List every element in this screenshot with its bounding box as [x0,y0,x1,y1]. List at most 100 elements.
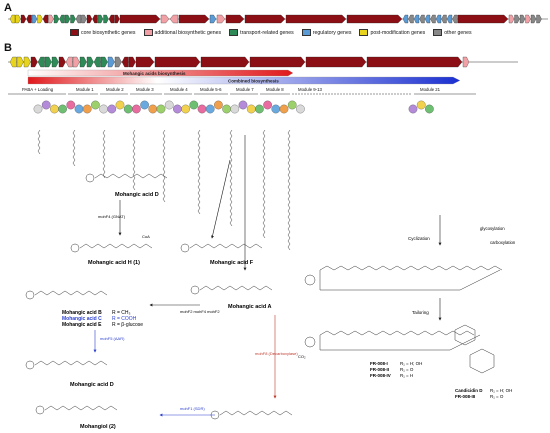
label-mohangic-h: Mohangic acid H (1) [88,260,140,266]
gene-arrow [514,14,520,24]
gene-arrow [305,56,367,68]
module-label-21: Module 21 [420,87,441,92]
gene-arrow [65,56,73,68]
label-mohangic-a: Mohangic acid A [228,304,272,310]
gene-arrow [42,14,49,24]
gene-arrow [51,56,59,68]
gene-arrow [26,14,32,24]
domain-sphere [99,104,108,114]
legend-label: transport-related genes [240,29,294,36]
gene-arrow [536,14,542,24]
domain-sphere [416,100,426,110]
legend-label: additional biosynthetic genes [154,29,222,36]
gene-arrow [108,14,115,24]
combined-bar-label: Combined biosynthesis [228,79,279,84]
enzyme-decarb: mohF8 (Decarboxylase) [255,351,298,356]
gene-arrow [119,14,161,24]
legend-additional: additional biosynthetic genes [143,29,222,36]
domain-sphere [214,100,223,110]
domain-sphere [173,104,182,114]
legend-swatch [143,29,153,36]
domain-sphere [33,104,43,114]
structure-mohangic-d-top [85,173,168,183]
label-fr-iii: FR-008-III [455,394,475,399]
structure-decarb-product [210,410,293,420]
chain-intermediate [102,130,106,179]
domain-sphere [271,104,281,114]
gene-arrow [519,14,526,24]
chain-intermediate [37,130,41,155]
legend-core: core biosynthetic genes [70,29,136,36]
module-label-8: Module 8 [266,87,284,92]
gene-arrow [64,14,71,24]
legend-label: core biosynthetic genes [81,29,136,36]
gene-arrow [15,14,21,24]
gene-arrow [59,14,65,24]
gene-arrow [430,14,436,24]
domain-sphere [41,100,51,110]
module-label-loading: PABA + Loading [22,87,54,92]
gene-arrow [93,56,101,68]
step-glycosylation: glycosylation [480,226,505,231]
gene-cluster-a [8,14,548,24]
gene-arrow [86,14,93,24]
gene-arrow [92,14,98,24]
gene-arrow [75,14,82,24]
module-label-5-6: Module 5-6 [200,87,222,92]
mohangic-bar-label: Mohangic acids biosynthesis [123,71,186,76]
label-mohangic-d-top: Mohangic acid D [115,192,159,198]
module-label-4: Module 4 [170,87,188,92]
gene-arrow [23,56,31,68]
gene-arrow [178,14,210,24]
domain-sphere [279,104,289,114]
gene-arrow [114,14,120,24]
domain-sphere [58,104,67,114]
domain-sphere [238,100,248,110]
gene-arrow [209,14,217,24]
label-fr-iv: FR-008-IV [370,373,391,378]
chain-intermediate [287,130,291,251]
domain-sphere [197,104,207,114]
legend-swatch [70,29,79,36]
gene-arrow [285,14,347,24]
gene-arrow [244,14,286,24]
legend-label: regulatory genes [312,29,352,36]
label-mohangic-d-bottom: Mohangic acid D [70,382,114,388]
module-label-3: Module 3 [136,87,154,92]
gene-arrow [107,56,115,68]
gene-arrow [154,56,201,68]
pks-domains [33,100,434,114]
legend-swatch [229,29,239,36]
domain-sphere [107,104,117,114]
r-fr-iii: R₁ = O [490,394,504,399]
gene-arrow [525,14,531,24]
gene-arrow [81,14,87,24]
step-carboxylation: carboxylation [490,240,516,245]
structure-mohangiol [35,405,118,415]
module-label-9-13: Module 9-13 [298,87,322,92]
gene-arrow [72,56,80,68]
gene-arrow [216,14,226,24]
domain-sphere [296,104,305,114]
chain-intermediate [262,130,266,239]
gene-arrow [200,56,250,68]
legend-swatch [433,29,443,36]
structure-mohangic-a [190,285,273,295]
panel-a-label: A [4,2,12,14]
r-e: R = β-glucose [112,322,143,328]
gene-arrow [446,14,453,24]
domain-sphere [287,100,297,110]
step-tailoring: Tailoring [412,310,429,315]
domain-sphere [189,100,199,110]
domain-sphere [255,104,264,114]
domain-sphere [156,104,166,114]
gene-arrow [160,14,170,24]
enzyme-sdr: mohF1 (SDR) [180,406,205,411]
legend-swatch [359,29,369,36]
gene-arrow [16,56,24,68]
gene-arrow [249,56,306,68]
module-label-7: Module 7 [236,87,254,92]
domain-sphere [408,104,418,114]
module-labels: PABA + Loading Module 1 Module 2 Module … [8,87,528,95]
label-fr-ii: FR-008-II [370,367,389,372]
